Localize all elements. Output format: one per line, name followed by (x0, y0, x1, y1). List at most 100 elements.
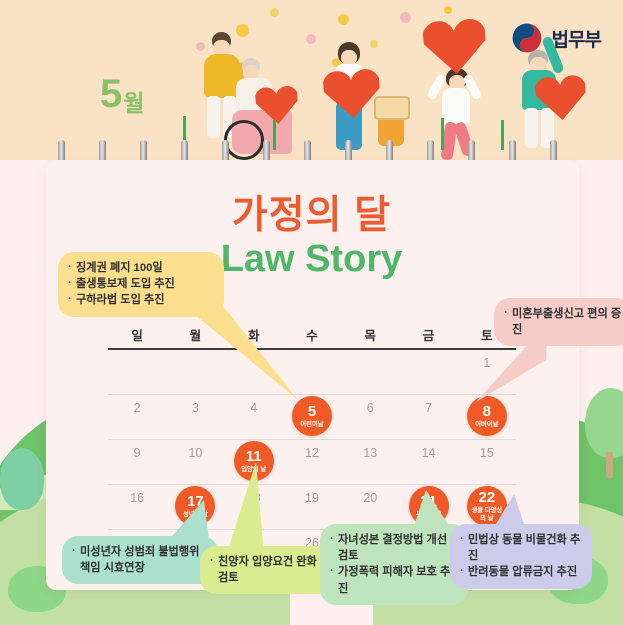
day-number: 16 (130, 491, 145, 505)
calendar-day-7[interactable]: 7 (399, 395, 457, 439)
calendar-day-13[interactable]: 13 (341, 440, 399, 484)
day-number: 14 (421, 446, 436, 460)
calendar-day-empty (108, 350, 166, 394)
callout-right: 미혼부출생신고 편의 증진 (494, 298, 623, 347)
spiral-ring (304, 140, 311, 166)
callout-item: 징계권 폐지 100일 (68, 259, 214, 276)
flower-icon (270, 8, 279, 17)
day-number: 6 (366, 401, 374, 415)
callout-item: 가정폭력 피해자 보호 추진 (330, 563, 458, 596)
callout-bottom-2: 친양자 입양요건 완화 검토 (200, 546, 338, 595)
day-number: 12 (305, 446, 319, 460)
calendar-day-20[interactable]: 20 (341, 485, 399, 529)
calendar-day-10[interactable]: 10 (166, 440, 224, 484)
spiral-ring (263, 140, 270, 166)
calendar-day-16[interactable]: 16 (108, 485, 166, 529)
callout-bottom-3: 자녀성본 결정방법 개선 검토가정폭력 피해자 보호 추진 (320, 524, 468, 605)
calendar-day-6[interactable]: 6 (341, 395, 399, 439)
flower-icon (444, 6, 452, 14)
suitcase-icon (374, 96, 410, 120)
taegeuk-icon (512, 23, 541, 53)
weekday-header-6: 토 (481, 329, 493, 343)
sprout-icon (434, 118, 450, 150)
weekday-header-1: 월 (189, 329, 202, 343)
month-number: 5 (100, 72, 122, 116)
calendar-day-empty (341, 350, 399, 394)
month-unit: 월 (123, 90, 144, 116)
ministry-name: 법무부 (551, 29, 602, 51)
callout-item: 자녀성본 결정방법 개선 검토 (330, 531, 458, 564)
heart-icon (422, 18, 488, 76)
calendar-day-2[interactable]: 2 (108, 395, 166, 439)
holiday-label: 어린이날 (300, 420, 324, 428)
flower-icon (306, 34, 316, 44)
weekday-header-5: 금 (422, 329, 435, 343)
tree-icon (585, 388, 623, 458)
spiral-ring (140, 140, 147, 166)
day-number: 13 (363, 446, 378, 460)
callout-item: 민법상 동물 비물건화 추진 (460, 531, 582, 564)
flower-icon (370, 40, 378, 48)
calendar-day-4[interactable]: 4 (225, 395, 283, 439)
ministry-logo: 법무부 (510, 21, 602, 55)
day-number: 20 (363, 491, 378, 505)
callout-item: 출생통보제 도입 추진 (68, 275, 214, 292)
day-number: 9 (133, 446, 141, 460)
spiral-ring (181, 140, 188, 166)
day-number: 1 (483, 356, 491, 370)
flower-icon (196, 42, 205, 51)
flower-icon (338, 14, 349, 25)
spiral-ring (386, 140, 393, 166)
day-number: 3 (191, 401, 199, 415)
spiral-ring (99, 140, 106, 166)
spiral-ring (509, 140, 516, 166)
holiday-label: 생물 다양성의 날 (471, 507, 503, 522)
day-number: 2 (133, 401, 141, 415)
calendar-day-12[interactable]: 12 (283, 440, 341, 484)
calendar-day-14[interactable]: 14 (399, 440, 457, 484)
callout-item: 구하라법 도입 추진 (68, 291, 214, 308)
holiday-day-number: 11 (245, 447, 262, 465)
weekday-header-0: 일 (131, 329, 143, 343)
weekday-header-3: 수 (306, 329, 318, 343)
holiday-day-number: 8 (482, 402, 492, 420)
calendar-day-3[interactable]: 3 (166, 395, 224, 439)
calendar-day-15[interactable]: 15 (458, 440, 516, 484)
spiral-ring (222, 140, 229, 166)
day-number: 19 (305, 491, 319, 505)
sprout-icon (494, 120, 510, 150)
calendar-week-row: 1 (108, 350, 516, 395)
sprout-icon (266, 120, 282, 150)
weekday-header-2: 화 (247, 329, 260, 343)
callout-item: 미성년자 성범죄 불법행위책임 시효연장 (72, 543, 208, 576)
weekday-header-4: 목 (364, 329, 377, 343)
flower-icon (400, 12, 411, 23)
callout-bottom-4: 민법상 동물 비물건화 추진반려동물 압류금지 추진 (450, 524, 592, 589)
callout-item: 미혼부출생신고 편의 증진 (504, 305, 622, 338)
sprout-icon (176, 116, 192, 150)
spiral-ring (427, 140, 434, 166)
callout-tail (182, 302, 298, 400)
calendar-day-empty (399, 350, 457, 394)
flower-icon (236, 24, 249, 37)
spiral-ring (550, 140, 557, 166)
calendar-day-1[interactable]: 1 (458, 350, 516, 394)
spiral-ring (468, 140, 475, 166)
callout-top-left: 징계권 폐지 100일출생통보제 도입 추진구하라법 도입 추진 (58, 252, 224, 317)
day-number: 10 (188, 446, 203, 460)
callout-item: 친양자 입양요건 완화 검토 (210, 553, 328, 586)
day-number: 15 (479, 446, 494, 460)
holiday-label: 어버이날 (475, 420, 499, 428)
day-number: 4 (250, 401, 258, 415)
calendar-day-9[interactable]: 9 (108, 440, 166, 484)
calendar-day-19[interactable]: 19 (283, 485, 341, 529)
